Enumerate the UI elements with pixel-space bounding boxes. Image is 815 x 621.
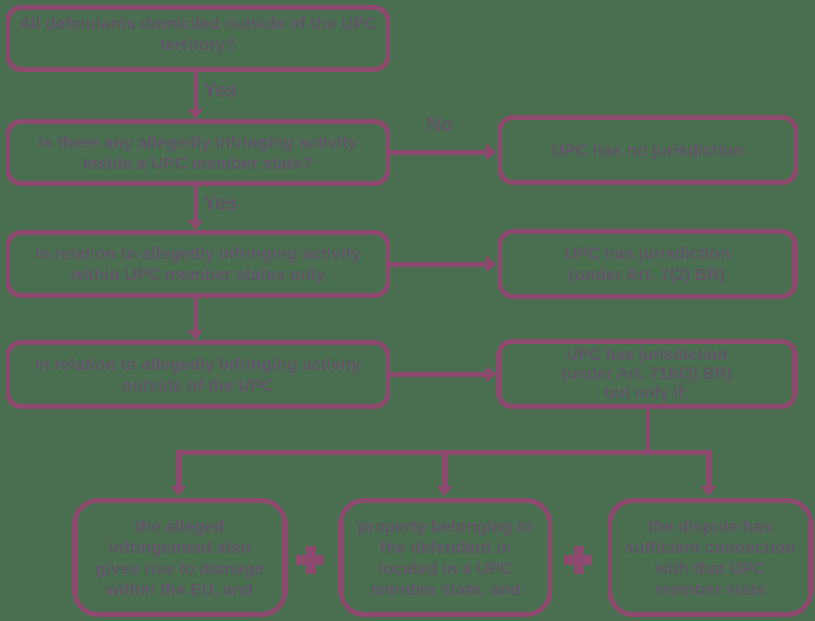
arrowhead-outside-art71b3 [486, 366, 496, 382]
connector-activity-within-line [193, 184, 198, 222]
box-infringing-activity-question-text: Is there any allegedly infringing activi… [38, 132, 357, 173]
plus-icon [564, 546, 592, 574]
box-all-defendants-domiciled-text: All defendants domiciled outside of the … [18, 14, 377, 54]
box-infringing-activity-question: Is there any allegedly infringing activi… [5, 119, 390, 186]
box-outside-upc-text: In relation to allegedly infringing acti… [34, 354, 361, 395]
box-jurisdiction-art71b3-text: UPC has jurisdiction (under Art. 71b(3) … [561, 345, 732, 402]
plus-icon [296, 546, 324, 574]
arrowhead-domiciled-activity [187, 109, 203, 119]
connector-within-outside-line [193, 295, 198, 332]
box-all-defendants-domiciled: All defendants domiciled outside of the … [5, 5, 390, 72]
box-jurisdiction-art72: UPC has jurisdiction (under Art. 7(2) BR… [497, 229, 797, 299]
box-no-jurisdiction: UPC has no jurisdiction [497, 115, 798, 185]
arrowhead-branch-damage [170, 486, 186, 496]
connector-branch-damage-line [176, 450, 181, 486]
arrowhead-branch-connection [700, 486, 716, 496]
box-no-jurisdiction-text: UPC has no jurisdiction [551, 140, 744, 160]
box-condition-property: property belonging to the defendant is l… [338, 498, 552, 617]
box-outside-upc: In relation to allegedly infringing acti… [5, 340, 390, 409]
box-condition-damage: the alleged infringement also gives rise… [72, 498, 287, 617]
arrowhead-within-outside [187, 330, 203, 340]
box-jurisdiction-art72-text: UPC has jurisdiction (under Art. 7(2) BR… [563, 244, 731, 284]
label-no: No [426, 114, 453, 136]
connector-outside-art71b3-line [389, 372, 486, 377]
box-jurisdiction-art71b3: UPC has jurisdiction (under Art. 71b(3) … [496, 339, 797, 409]
connector-branch-property-line [442, 450, 447, 486]
arrowhead-within-art72 [486, 256, 496, 272]
box-condition-damage-text: the alleged infringement also gives rise… [95, 516, 264, 599]
label-yes-1: Yes [203, 80, 238, 102]
connector-within-art72-line [389, 262, 486, 267]
box-condition-property-text: property belonging to the defendant is l… [357, 516, 533, 599]
label-yes-2: Yes [203, 193, 238, 215]
box-condition-connection-text: the dispute has sufficient connection wi… [624, 516, 796, 599]
connector-branch-connection-line [706, 450, 711, 486]
connector-domiciled-activity-line [193, 70, 198, 111]
box-condition-connection: the dispute has sufficient connection wi… [607, 498, 813, 617]
arrowhead-branch-property [436, 486, 452, 496]
arrowhead-activity-nojurisdiction [486, 144, 496, 160]
box-within-upc-only: In relation to allegedly infringing acti… [5, 230, 390, 298]
arrowhead-activity-within [187, 220, 203, 230]
connector-activity-nojurisdiction-line [389, 150, 486, 155]
connector-art71b3-branch-stem [645, 406, 650, 452]
box-within-upc-only-text: In relation to allegedly infringing acti… [34, 244, 361, 284]
